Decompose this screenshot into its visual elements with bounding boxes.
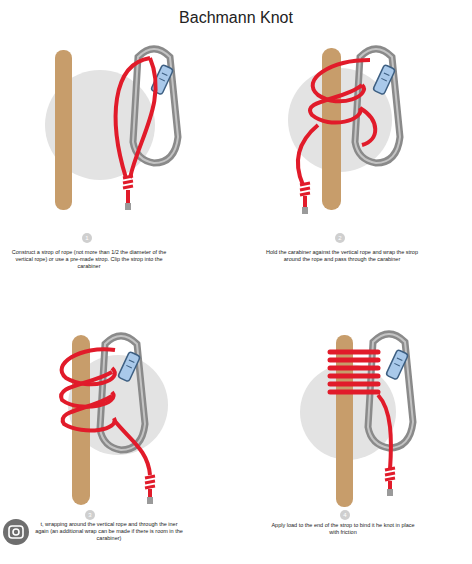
step-number: 2 xyxy=(335,233,345,243)
callout-number: 2 xyxy=(338,235,341,241)
callout-number: 4 xyxy=(343,512,346,518)
step-caption: Hold the carabiner against the vertical … xyxy=(262,249,422,263)
callout-number: 3 xyxy=(88,512,91,518)
title: Bachmann Knot xyxy=(0,9,472,27)
step-number: 4 xyxy=(340,510,350,520)
step-caption: t, wrapping around the vertical rope and… xyxy=(34,521,184,542)
callout-number: 1 xyxy=(85,235,88,241)
step-number: 3 xyxy=(85,510,95,520)
step-caption: Construct a strop of rope (not more than… xyxy=(10,249,168,270)
step-caption: Apply load to the end of the strop to bi… xyxy=(268,522,418,536)
step-number: 1 xyxy=(82,233,92,243)
